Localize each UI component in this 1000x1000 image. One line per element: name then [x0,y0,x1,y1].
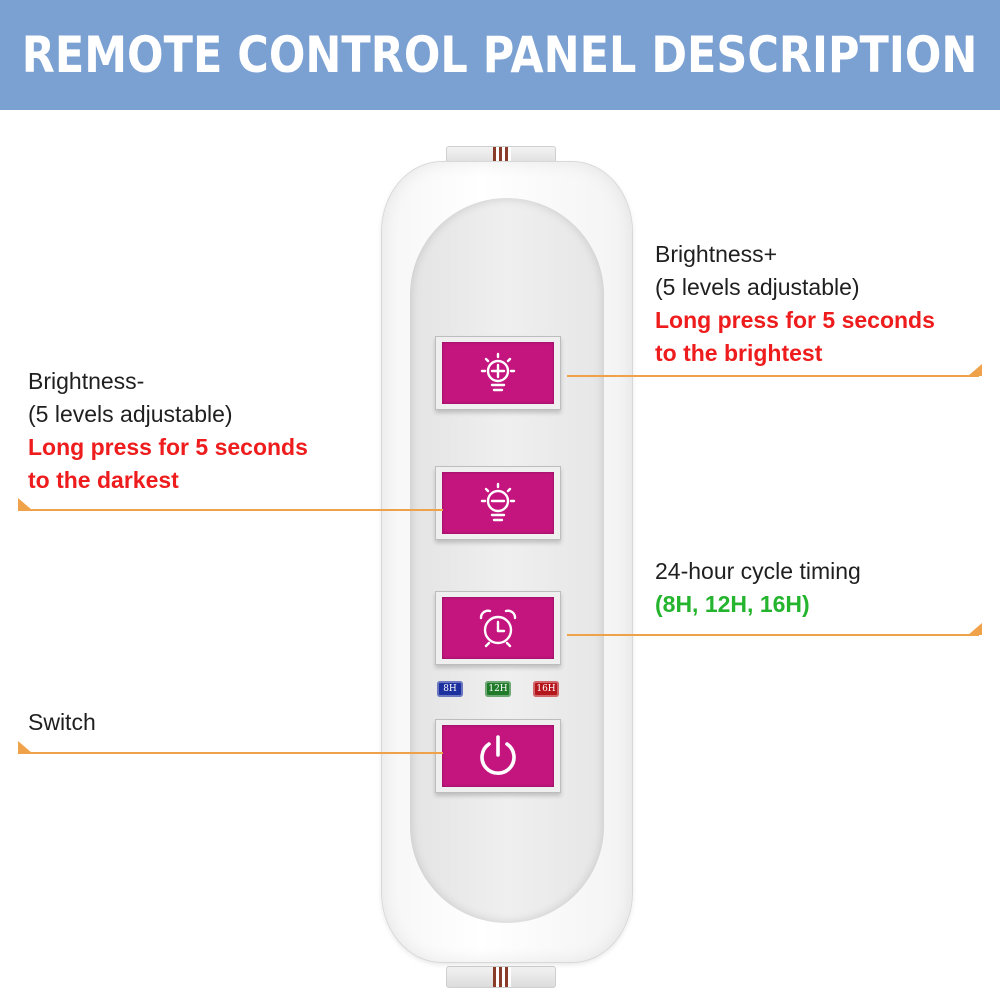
brightness-up-button[interactable] [435,336,561,410]
bulb-plus-icon [480,352,516,392]
timer-leader-line [567,634,979,636]
brightness-down-button[interactable] [435,466,561,540]
switch-leader-line [18,752,443,754]
timer-indicators: 8H 12H 16H [437,681,559,699]
timer-leader-arrow [968,623,982,635]
header-banner: REMOTE CONTROL PANEL DESCRIPTION [0,0,1000,110]
brightness-plus-leader-line [567,375,979,377]
brightness-minus-leader-line [18,509,443,511]
remote-panel [410,198,604,923]
timer-button[interactable] [435,591,561,665]
alarm-clock-icon [479,609,517,648]
page-title: REMOTE CONTROL PANEL DESCRIPTION [22,26,978,84]
brightness-plus-leader-arrow [968,364,982,376]
switch-callout: Switch [28,709,96,735]
power-icon [480,735,516,775]
timer-indicator-16h: 16H [533,681,559,697]
switch-leader-arrow [18,741,32,753]
timer-indicator-8h: 8H [437,681,463,697]
bulb-minus-icon [480,482,516,522]
brightness-minus-leader-arrow [18,498,32,510]
brightness-plus-callout: Brightness+ (5 levels adjustable) Long p… [655,241,935,366]
brightness-minus-callout: Brightness- (5 levels adjustable) Long p… [28,368,308,493]
power-button[interactable] [435,719,561,793]
timer-indicator-12h: 12H [485,681,511,697]
bottom-cable-connector [446,966,556,988]
timer-callout: 24-hour cycle timing (8H, 12H, 16H) [655,558,861,617]
